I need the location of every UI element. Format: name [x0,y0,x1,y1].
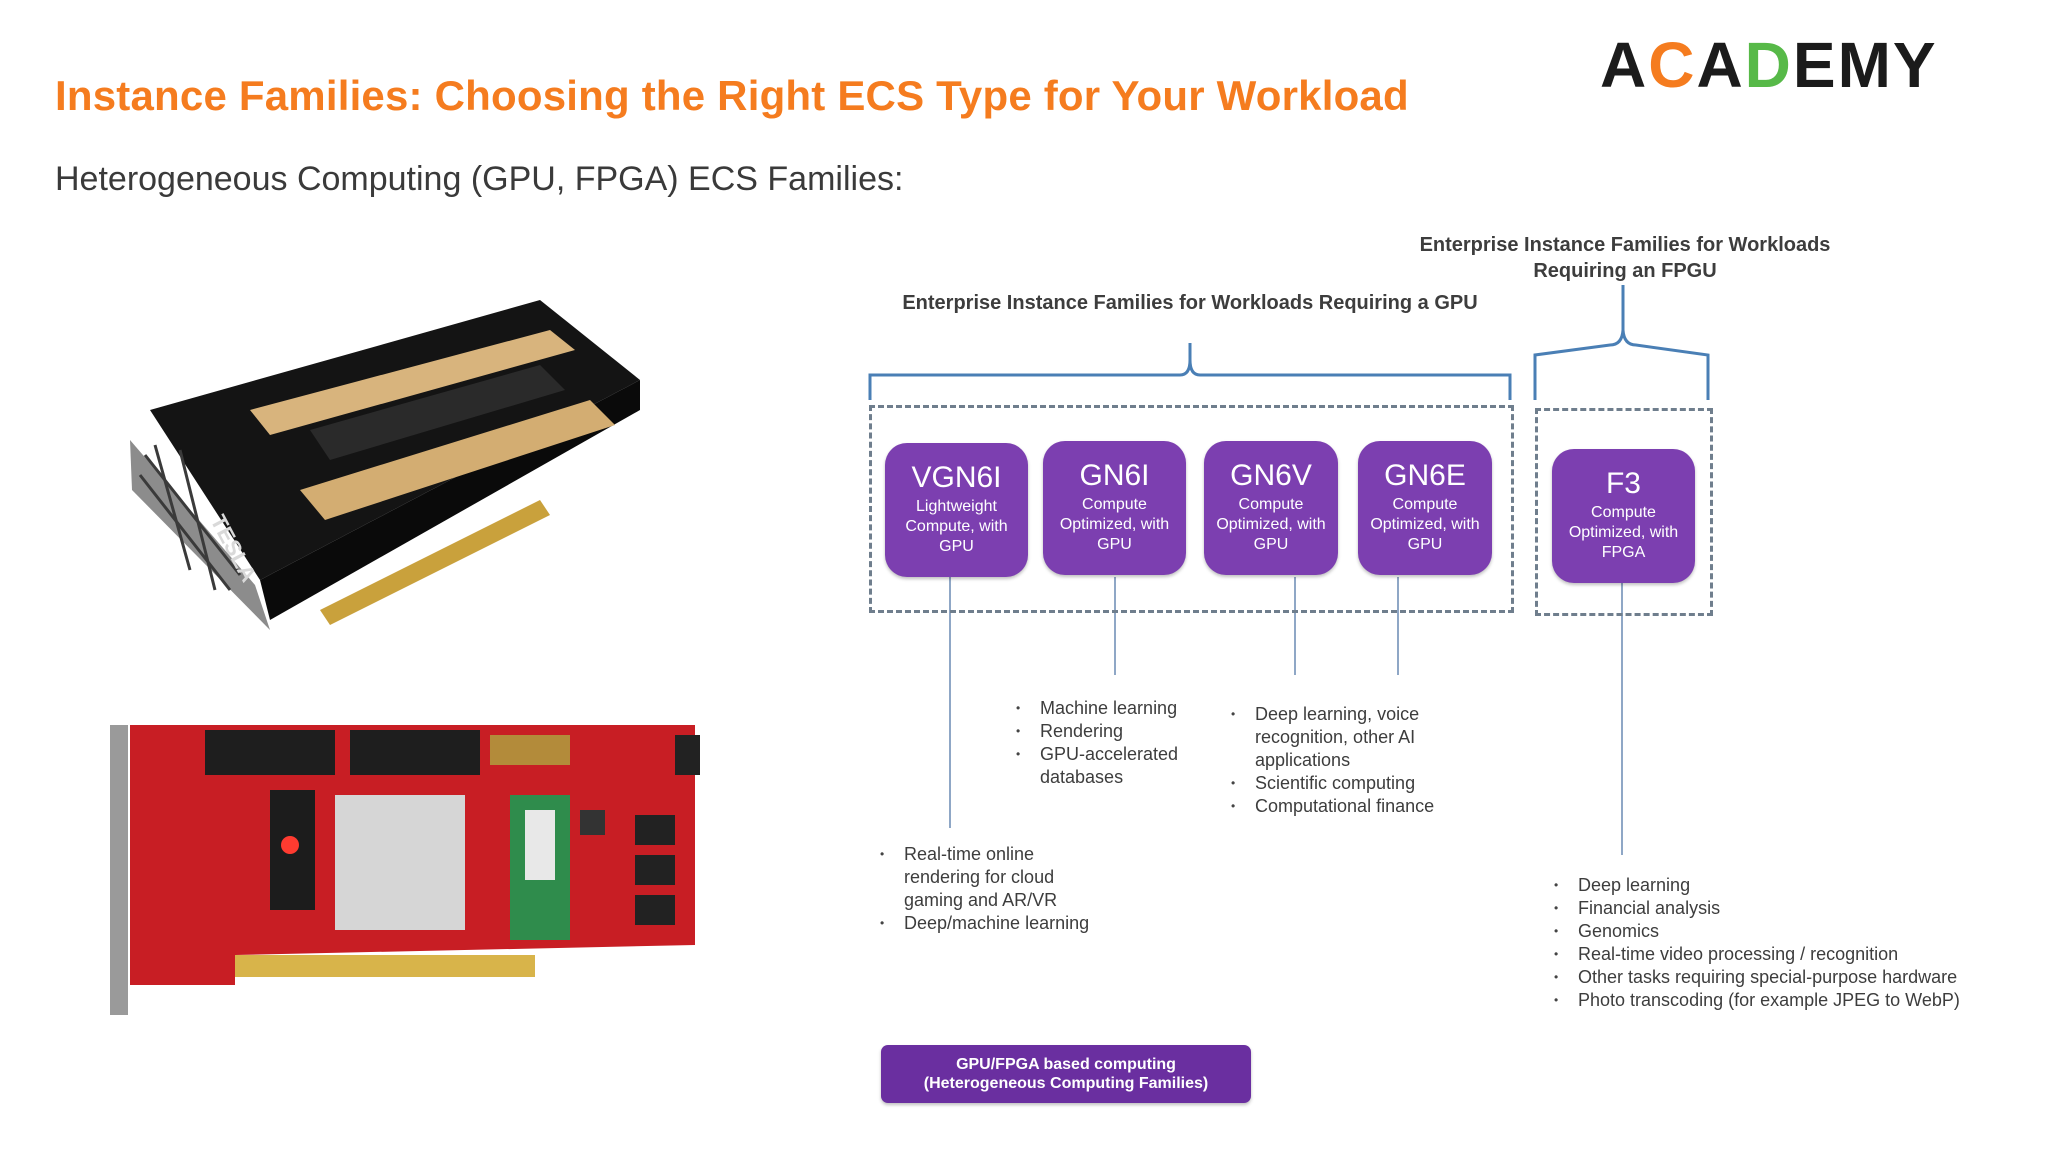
use-case-text: GPU-accelerated databases [1040,744,1179,787]
family-card-gn6e[interactable]: GN6E Compute Optimized, with GPU [1358,441,1492,575]
list-item: • Photo transcoding (for example JPEG to … [1548,989,1988,1012]
family-card-vgn6i[interactable]: VGN6I Lightweight Compute, with GPU [885,443,1028,577]
family-desc: Compute Optimized, with GPU [1216,496,1326,553]
bullet-dot: • [1016,747,1021,761]
logo-letter-d: D [1744,29,1793,101]
use-case-text: Financial analysis [1578,898,1721,918]
list-item: • Other tasks requiring special-purpose h… [1548,966,1988,989]
use-case-text: Real-time online rendering for cloud gam… [904,844,1058,910]
family-name: GN6E [1384,459,1466,492]
use-case-text: Real-time video processing / recognition [1578,944,1899,964]
family-name: GN6I [1079,459,1150,492]
bullet-dot: • [1231,799,1236,813]
use-case-text: Photo transcoding (for example JPEG to W… [1578,990,1960,1010]
use-cases-gn6v-gn6e: • Deep learning, voice recognition, other… [1225,703,1475,818]
list-item: • Computational finance [1225,795,1475,818]
family-card-f3[interactable]: F3 Compute Optimized, with FPGA [1552,449,1695,583]
heterogeneous-computing-badge: GPU/FPGA based computing (Heterogeneous … [881,1045,1251,1103]
use-case-text: Machine learning [1040,698,1178,718]
logo-letter-a2: A [1696,29,1745,101]
bullet-dot: • [1554,878,1559,892]
family-name: GN6V [1230,459,1312,492]
bullet-dot: • [1231,707,1236,721]
family-desc: Lightweight Compute, with GPU [905,498,1008,555]
badge-line1: GPU/FPGA based computing [956,1056,1176,1073]
list-item: • Scientific computing [1225,772,1475,795]
bullet-dot: • [1554,901,1559,915]
logo-letter-c: C [1648,29,1697,101]
use-cases-vgn6i: • Real-time online rendering for cloud ga… [874,843,1099,935]
use-case-text: Other tasks requiring special-purpose ha… [1578,967,1958,987]
fpga-board-image [110,725,700,1015]
fpga-heading-line2: Requiring an FPGU [1533,260,1717,282]
list-item: • GPU-accelerated databases [1010,743,1225,789]
bullet-dot: • [1231,776,1236,790]
bullet-dot: • [1554,970,1559,984]
family-desc: Compute Optimized, with GPU [1059,496,1170,553]
bullet-dot: • [1554,947,1559,961]
use-case-text: Scientific computing [1255,773,1416,793]
family-card-gn6v[interactable]: GN6V Compute Optimized, with GPU [1204,441,1338,575]
fpga-bracket [1533,329,1710,400]
use-cases-f3: • Deep learning • Financial analysis • Geno… [1548,874,1988,1012]
list-item: • Deep/machine learning [874,912,1099,935]
fpga-heading-line1: Enterprise Instance Families for Workloa… [1419,234,1831,256]
bullet-dot: • [880,916,885,930]
gpu-families-box [869,405,1514,613]
list-item: • Machine learning [1010,697,1225,720]
family-name: VGN6I [911,461,1002,494]
logo-letters-rest: EMY [1792,29,1938,101]
use-cases-gn6i: • Machine learning • Rendering • GPU-accele… [1010,697,1225,789]
family-card-gn6i[interactable]: GN6I Compute Optimized, with GPU [1043,441,1186,575]
bullet-dot: • [1554,993,1559,1007]
fpga-group-heading: Enterprise Instance Families for Workloa… [1380,232,1870,284]
list-item: • Deep learning, voice recognition, other… [1225,703,1475,772]
badge-line2: (Heterogeneous Computing Families) [923,1075,1209,1092]
bullet-dot: • [1016,724,1021,738]
list-item: • Real-time video processing / recognitio… [1548,943,1988,966]
use-case-text: Deep/machine learning [904,913,1090,933]
bullet-dot: • [1016,701,1021,715]
list-item: • Rendering [1010,720,1225,743]
family-desc: Compute Optimized, with GPU [1370,496,1480,553]
slide-title: Instance Families: Choosing the Right EC… [55,72,1409,119]
use-case-text: Computational finance [1255,796,1435,816]
gpu-bracket [868,359,1512,400]
list-item: • Genomics [1548,920,1988,943]
list-item: • Financial analysis [1548,897,1988,920]
bullet-dot: • [1554,924,1559,938]
use-case-text: Deep learning [1578,875,1691,895]
academy-logo: ACADEMY [1600,28,1938,102]
slide-subtitle: Heterogeneous Computing (GPU, FPGA) ECS … [55,160,904,198]
family-name: F3 [1605,467,1641,500]
fpga-families-box [1535,408,1713,616]
family-desc: Compute Optimized, with FPGA [1568,504,1679,561]
use-case-text: Deep learning, voice recognition, other … [1255,704,1420,770]
gpu-group-heading: Enterprise Instance Families for Workloa… [902,292,1478,314]
use-case-text: Genomics [1578,921,1660,941]
list-item: • Deep learning [1548,874,1988,897]
bullet-dot: • [880,847,885,861]
logo-letter-a: A [1600,29,1649,101]
gpu-card-image: TESLA [130,300,640,630]
use-case-text: Rendering [1040,721,1124,741]
list-item: • Real-time online rendering for cloud ga… [874,843,1099,912]
